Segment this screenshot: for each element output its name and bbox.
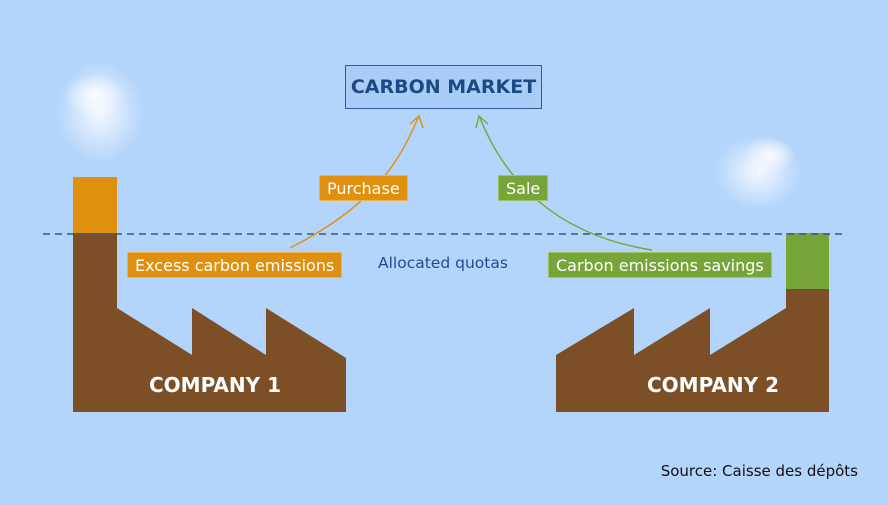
emissions-savings-label: Carbon emissions savings: [548, 252, 772, 278]
allocated-quotas-label: Allocated quotas: [378, 254, 508, 272]
carbon-market-title: CARBON MARKET: [350, 76, 537, 98]
source-credit: Source: Caisse des dépôts: [660, 462, 858, 480]
company-1-name: COMPANY 1: [149, 373, 281, 397]
emissions-savings-bar: [786, 233, 829, 289]
smoke-cloud-company-2: [714, 134, 802, 210]
sale-arrow: [479, 117, 653, 251]
carbon-market-box: CARBON MARKET: [345, 65, 542, 109]
sale-arrowhead: [475, 114, 489, 129]
factory-company-1: [73, 233, 346, 412]
sale-label: Sale: [498, 175, 549, 201]
purchase-label: Purchase: [319, 175, 408, 201]
smoke-cloud-company-1: [56, 60, 144, 164]
factory-company-2: [556, 289, 829, 412]
excess-emissions-label: Excess carbon emissions: [127, 252, 343, 278]
purchase-arrowhead: [409, 114, 424, 129]
company-2-name: COMPANY 2: [647, 373, 779, 397]
excess-emissions-bar: [73, 177, 117, 233]
